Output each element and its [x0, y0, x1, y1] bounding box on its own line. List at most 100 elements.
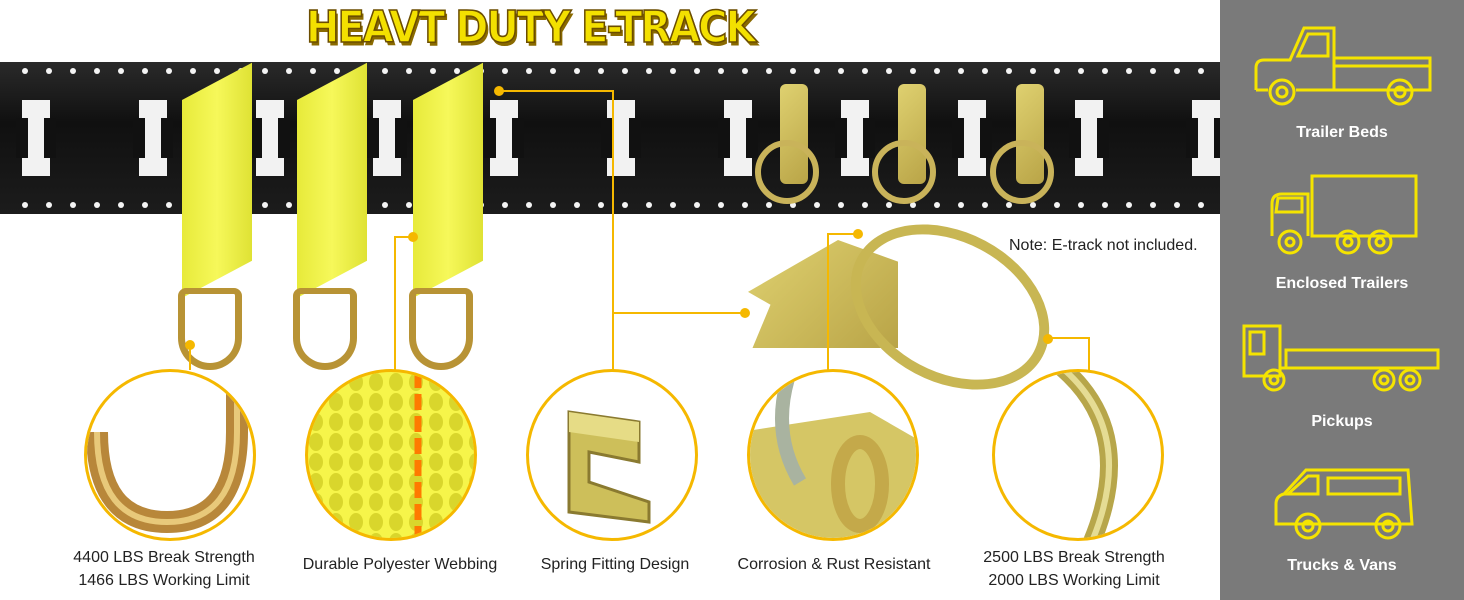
feature-caption-2: Durable Polyester Webbing	[302, 556, 498, 573]
rail-hole	[1054, 68, 1060, 74]
rail-hole	[262, 202, 268, 208]
detail-circle-hook	[84, 369, 256, 541]
note-text: Note: E-track not included.	[1009, 237, 1198, 254]
box-truck-icon	[1270, 174, 1418, 255]
rail-slot	[1069, 100, 1109, 176]
feature-caption-3: Spring Fitting Design	[540, 556, 690, 573]
rail-hole	[118, 202, 124, 208]
rail-hole	[118, 68, 124, 74]
rail-hole	[502, 202, 508, 208]
rail-hole	[958, 68, 964, 74]
rail-hole	[550, 68, 556, 74]
rail-hole	[1126, 202, 1132, 208]
rail-hole	[718, 68, 724, 74]
rail-slot	[250, 100, 290, 176]
rail-hole	[1078, 68, 1084, 74]
rail-slot	[16, 100, 56, 176]
rail-hole	[334, 68, 340, 74]
rail-hole	[598, 202, 604, 208]
rail-hole	[814, 68, 820, 74]
rail-hole	[742, 68, 748, 74]
rail-hole	[934, 202, 940, 208]
rail-hole	[838, 68, 844, 74]
rail-hole	[46, 202, 52, 208]
detail-circle-webbing	[305, 369, 477, 541]
rail-hole	[910, 202, 916, 208]
detail-circle-ring	[992, 369, 1164, 541]
rail-hole	[886, 68, 892, 74]
rail-hole	[550, 202, 556, 208]
rail-hole	[910, 68, 916, 74]
vehicle-label-pickups: Pickups	[1311, 413, 1373, 430]
rail-hole	[94, 68, 100, 74]
d-ring-icon	[293, 288, 357, 370]
rail-hole	[1054, 202, 1060, 208]
rail-hole	[1006, 202, 1012, 208]
rail-hole	[1198, 202, 1204, 208]
rail-hole	[814, 202, 820, 208]
rail-hole	[622, 68, 628, 74]
rail-hole	[670, 68, 676, 74]
d-ring-icon	[178, 288, 242, 370]
rail-hole	[838, 202, 844, 208]
rail-hole	[262, 68, 268, 74]
rail-hole	[886, 202, 892, 208]
rail-hole	[982, 202, 988, 208]
rail-hole	[142, 68, 148, 74]
rail-slot	[1186, 100, 1226, 176]
rail-hole	[766, 202, 772, 208]
rail-slot	[133, 100, 173, 176]
rail-hole	[622, 202, 628, 208]
detail-circle-corrosion	[747, 369, 919, 541]
rail-hole	[574, 202, 580, 208]
rail-hole	[454, 68, 460, 74]
rail-hole	[190, 68, 196, 74]
rail-hole	[70, 68, 76, 74]
feature-caption-1: 4400 LBS Break Strength 1466 LBS Working…	[73, 549, 255, 589]
o-ring-icon	[872, 140, 936, 204]
rail-hole	[1150, 202, 1156, 208]
rail-hole	[286, 68, 292, 74]
rail-hole	[646, 68, 652, 74]
rail-hole	[46, 68, 52, 74]
vehicle-label-enclosed-trailers: Enclosed Trailers	[1275, 275, 1409, 292]
pickup-truck-bed-icon	[1254, 26, 1432, 106]
rail-hole	[574, 68, 580, 74]
rail-hole	[1030, 68, 1036, 74]
rail-slot	[952, 100, 992, 176]
rail-slot	[601, 100, 641, 176]
rail-hole	[1174, 68, 1180, 74]
rail-hole	[382, 68, 388, 74]
rail-hole	[982, 68, 988, 74]
rail-hole	[406, 202, 412, 208]
rail-hole	[526, 202, 532, 208]
rail-hole	[1150, 68, 1156, 74]
o-ring-icon	[990, 140, 1054, 204]
rail-hole	[286, 202, 292, 208]
rail-hole	[22, 68, 28, 74]
rail-hole	[598, 68, 604, 74]
rail-hole	[430, 68, 436, 74]
rail-hole	[406, 68, 412, 74]
rail-hole	[694, 68, 700, 74]
rail-hole	[934, 68, 940, 74]
rail-hole	[862, 202, 868, 208]
rail-hole	[1006, 68, 1012, 74]
rail-hole	[766, 68, 772, 74]
rail-hole	[166, 68, 172, 74]
rail-hole	[1102, 68, 1108, 74]
rail-hole	[670, 202, 676, 208]
vehicle-panel: Trailer Beds Enclosed Trailers Pickups	[1220, 0, 1464, 600]
rail-hole	[1174, 202, 1180, 208]
rail-hole	[790, 202, 796, 208]
rail-hole	[1126, 68, 1132, 74]
rail-slot	[484, 100, 524, 176]
van-icon	[1274, 468, 1414, 540]
rail-hole	[742, 202, 748, 208]
rail-hole	[862, 68, 868, 74]
rail-hole	[718, 202, 724, 208]
rail-hole	[694, 202, 700, 208]
rail-hole	[1078, 202, 1084, 208]
rail-hole	[958, 202, 964, 208]
o-ring-icon	[755, 140, 819, 204]
